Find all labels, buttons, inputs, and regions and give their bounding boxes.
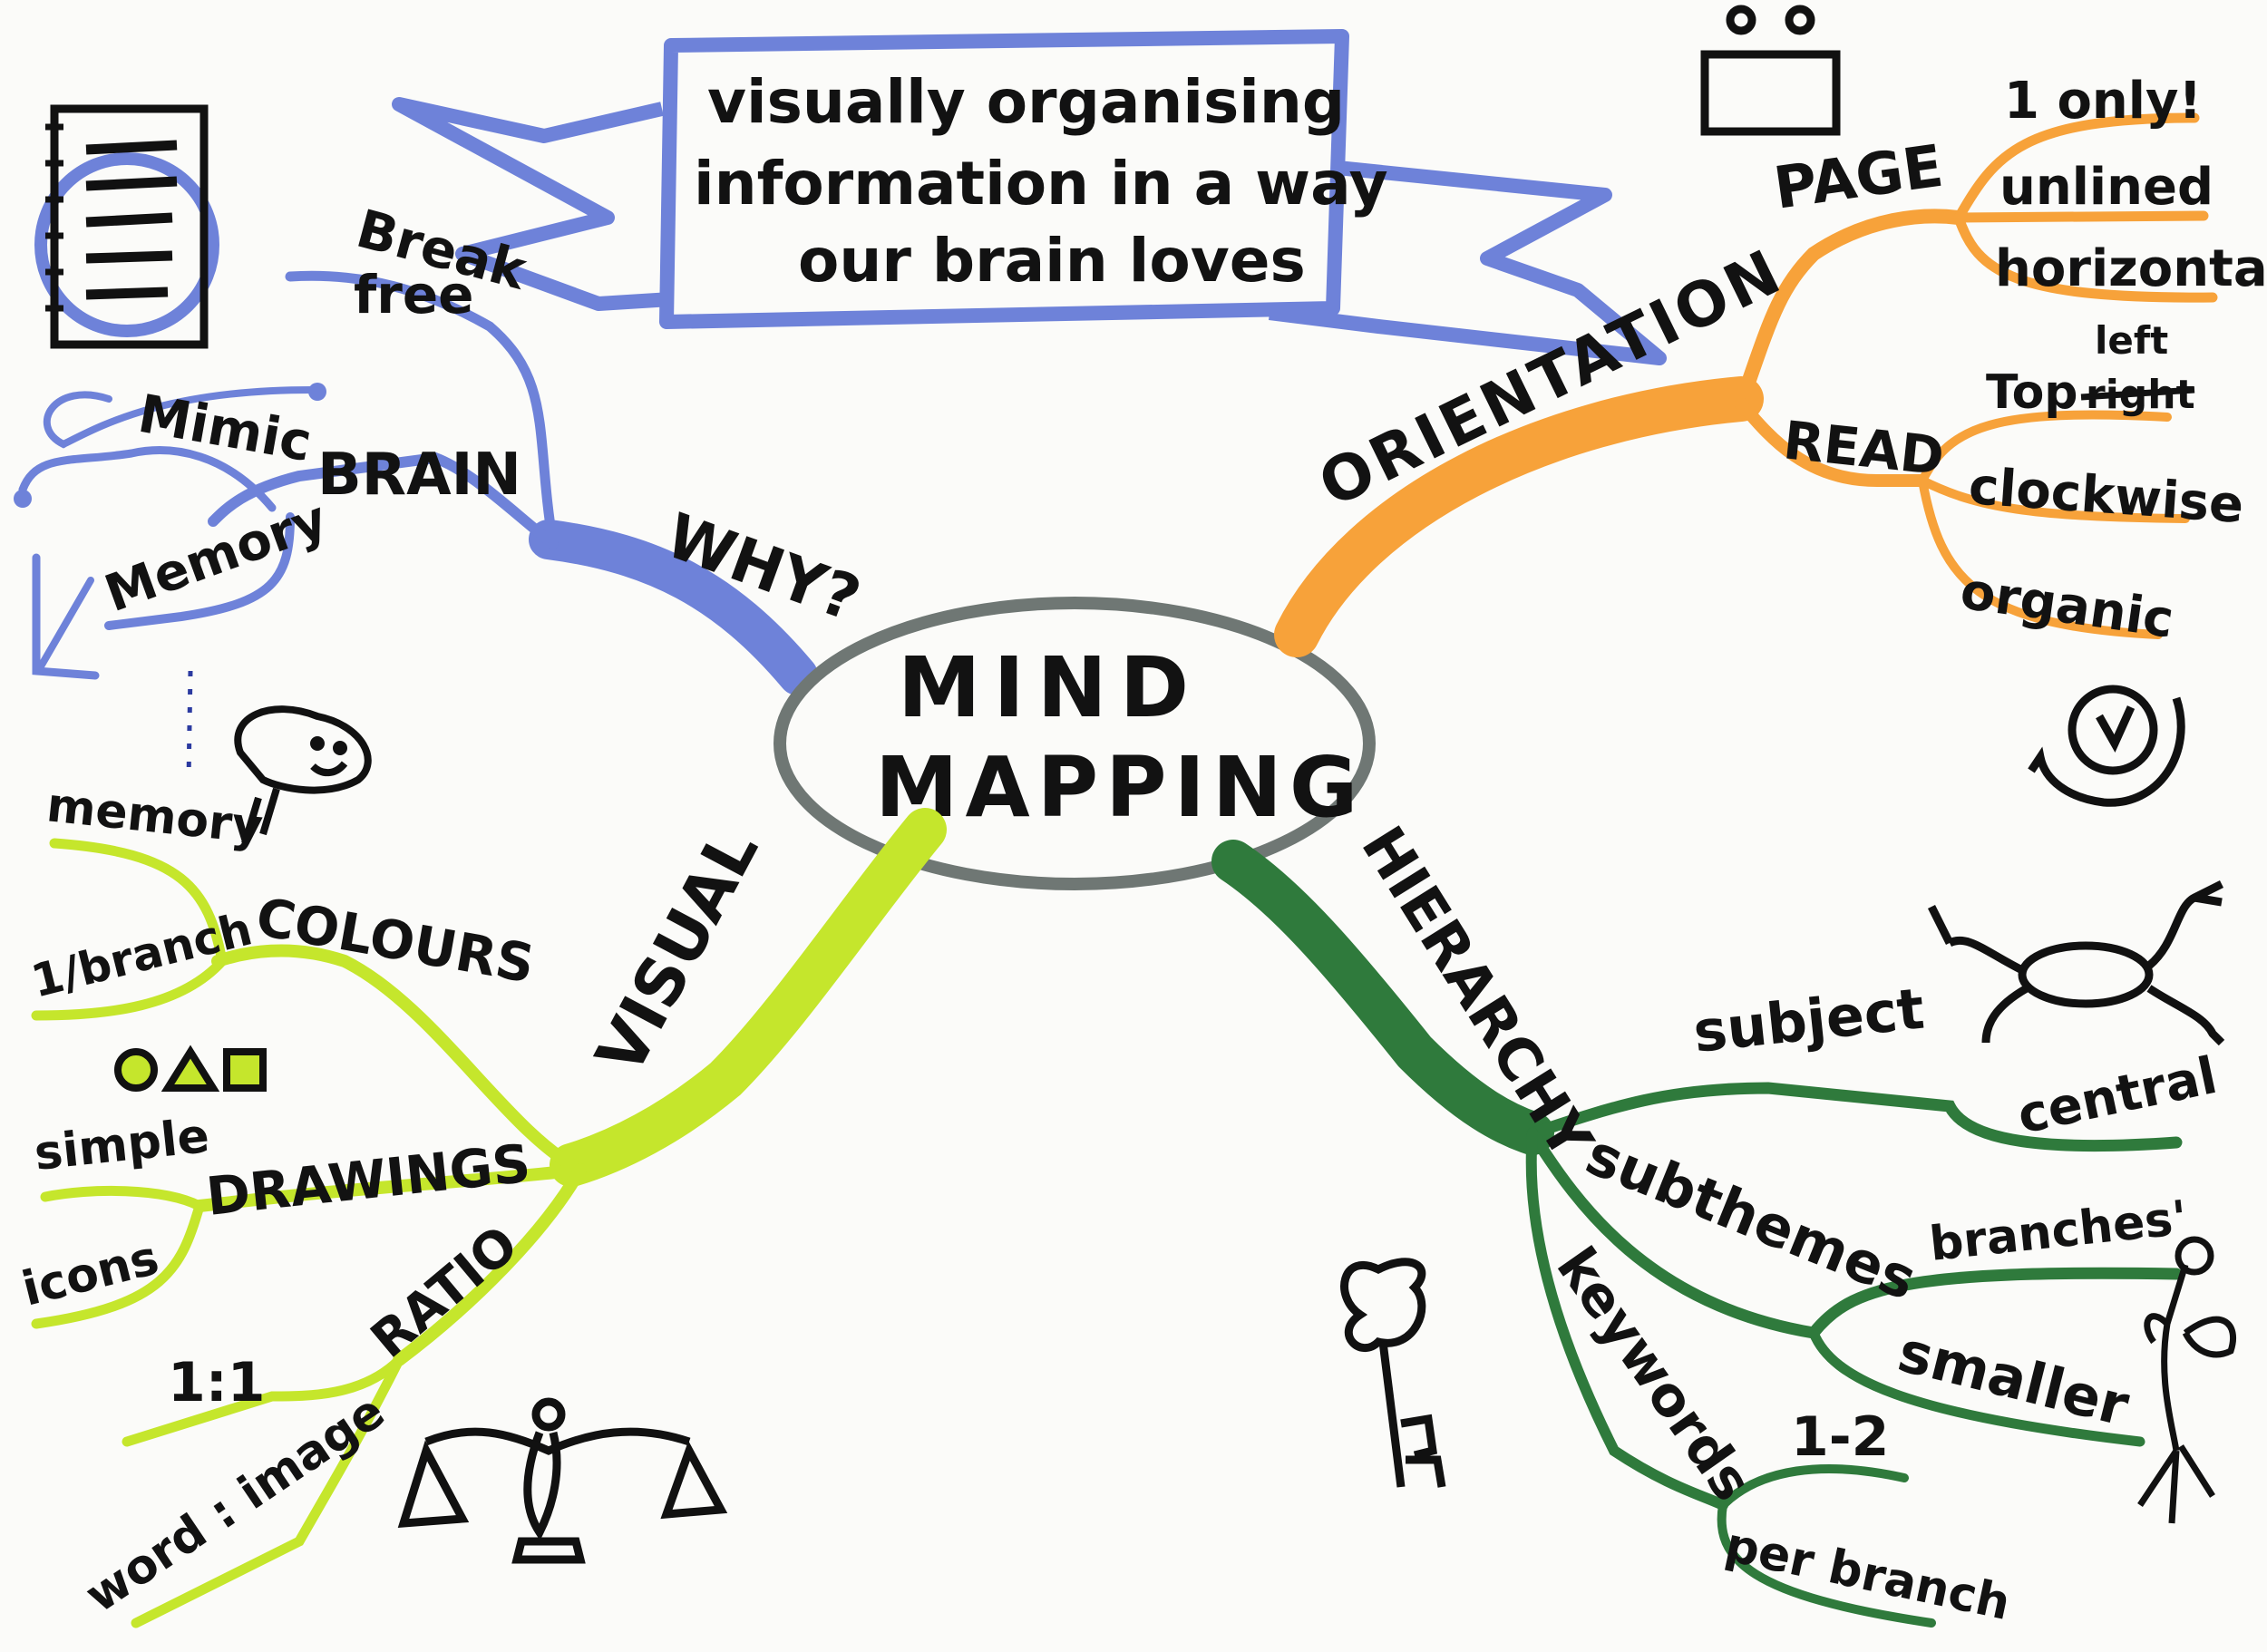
subject-item-central: central: [2012, 1046, 2222, 1146]
ratio-item-word-image: word : image: [76, 1385, 394, 1624]
mimic-label: Mimic: [134, 383, 316, 473]
drawings-item-simple: simple: [32, 1109, 211, 1181]
banner-line-2: information in a way: [694, 149, 1388, 219]
memory-label: Memory: [98, 490, 336, 624]
page-item-unlined: unlined: [1999, 158, 2213, 217]
read-label: READ: [1781, 409, 1947, 487]
colours-item-per-branch: 1/branch: [26, 902, 258, 1007]
key-icon: [1340, 1258, 1446, 1488]
page-eyes-icon: [1700, 5, 1841, 136]
banner-line-1: visually organising: [707, 67, 1345, 137]
read-item-clockwise: clockwise: [1967, 457, 2245, 535]
banner-ribbon: [392, 29, 1667, 365]
subject-label: subject: [1690, 976, 1927, 1065]
hierarchy-branch-lines: [1211, 840, 2183, 1628]
why-branch-lines: [18, 270, 818, 695]
read-item-organic: organic: [1957, 561, 2177, 649]
page-item-horizontal: horizontal: [1995, 239, 2267, 298]
notebook-icon: [34, 104, 219, 349]
spider-map-icon: [1927, 879, 2225, 1046]
center-title-line-2: MAPPING: [875, 739, 1365, 836]
dotted-connector: [186, 670, 193, 781]
strike-through: [2080, 386, 2195, 401]
colours-label: COLOURS: [252, 886, 540, 996]
shapes-icon: [114, 1045, 267, 1092]
brain-face-icon: [234, 705, 372, 845]
keywords-item-1-2: 1-2: [1791, 1405, 1889, 1469]
break-free-label-2: free: [354, 264, 474, 326]
clock-icon: [2028, 685, 2185, 807]
read-top-label: Top: [1986, 365, 2078, 420]
read-left-label: left: [2095, 318, 2168, 363]
center-title-line-1: MIND: [898, 639, 1202, 736]
visual-branch-lines: [31, 808, 947, 1628]
brain-label: BRAIN: [317, 442, 521, 509]
ratio-item-1-1: 1:1: [168, 1351, 266, 1414]
orientation-branch-lines: [1274, 112, 2218, 657]
drawings-label: DRAWINGS: [203, 1132, 533, 1228]
ratio-label: RATIO: [360, 1215, 529, 1370]
page-item-1-only: 1 only!: [2004, 72, 2202, 131]
plant-icon: [2137, 1236, 2237, 1524]
node-dot: [14, 490, 32, 508]
subthemes-item-branches: branches': [1927, 1190, 2190, 1271]
drawings-item-icons: icons: [17, 1231, 164, 1317]
banner-line-3: our brain loves: [798, 226, 1306, 296]
node-dot: [308, 383, 326, 401]
scales-icon: [397, 1397, 728, 1564]
